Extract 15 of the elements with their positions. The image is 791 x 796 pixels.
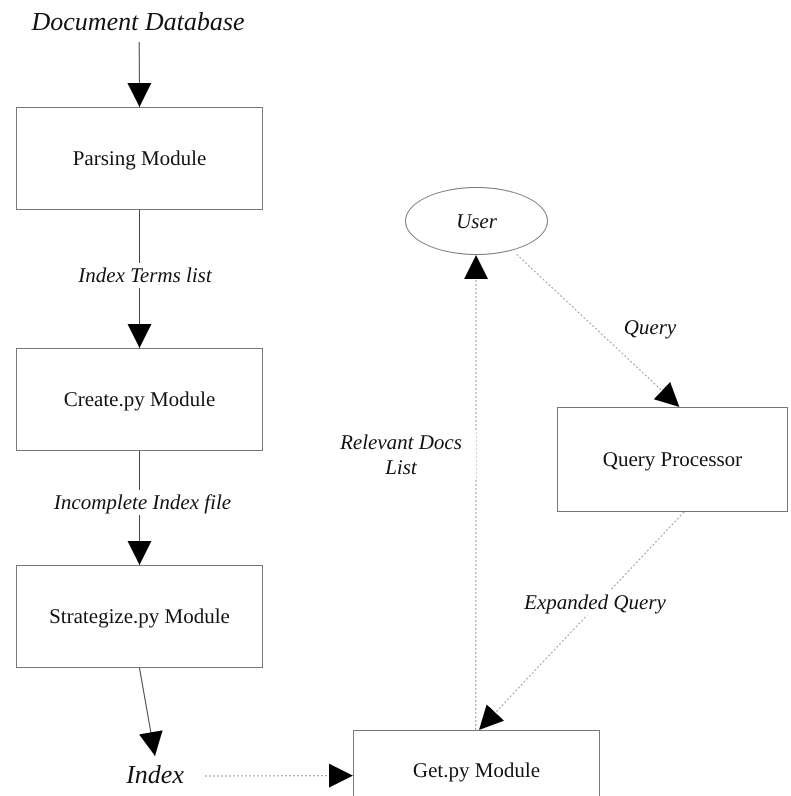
arrow bbox=[516, 254, 680, 408]
arrow bbox=[478, 512, 685, 730]
arrow bbox=[128, 450, 152, 566]
actor-ellipse: User bbox=[405, 187, 548, 255]
arrow bbox=[204, 764, 354, 788]
arrow bbox=[139, 668, 163, 756]
module-box: Strategize.py Module bbox=[16, 565, 263, 668]
module-box: Get.py Module bbox=[353, 730, 600, 796]
arrow bbox=[127, 42, 152, 108]
module-box: Create.py Module bbox=[16, 348, 263, 451]
node-label: Document Database bbox=[18, 2, 258, 42]
module-box: Query Processor bbox=[557, 407, 788, 512]
module-box: Parsing Module bbox=[16, 107, 263, 210]
node-label: Index bbox=[110, 758, 200, 792]
arrow bbox=[464, 254, 488, 730]
